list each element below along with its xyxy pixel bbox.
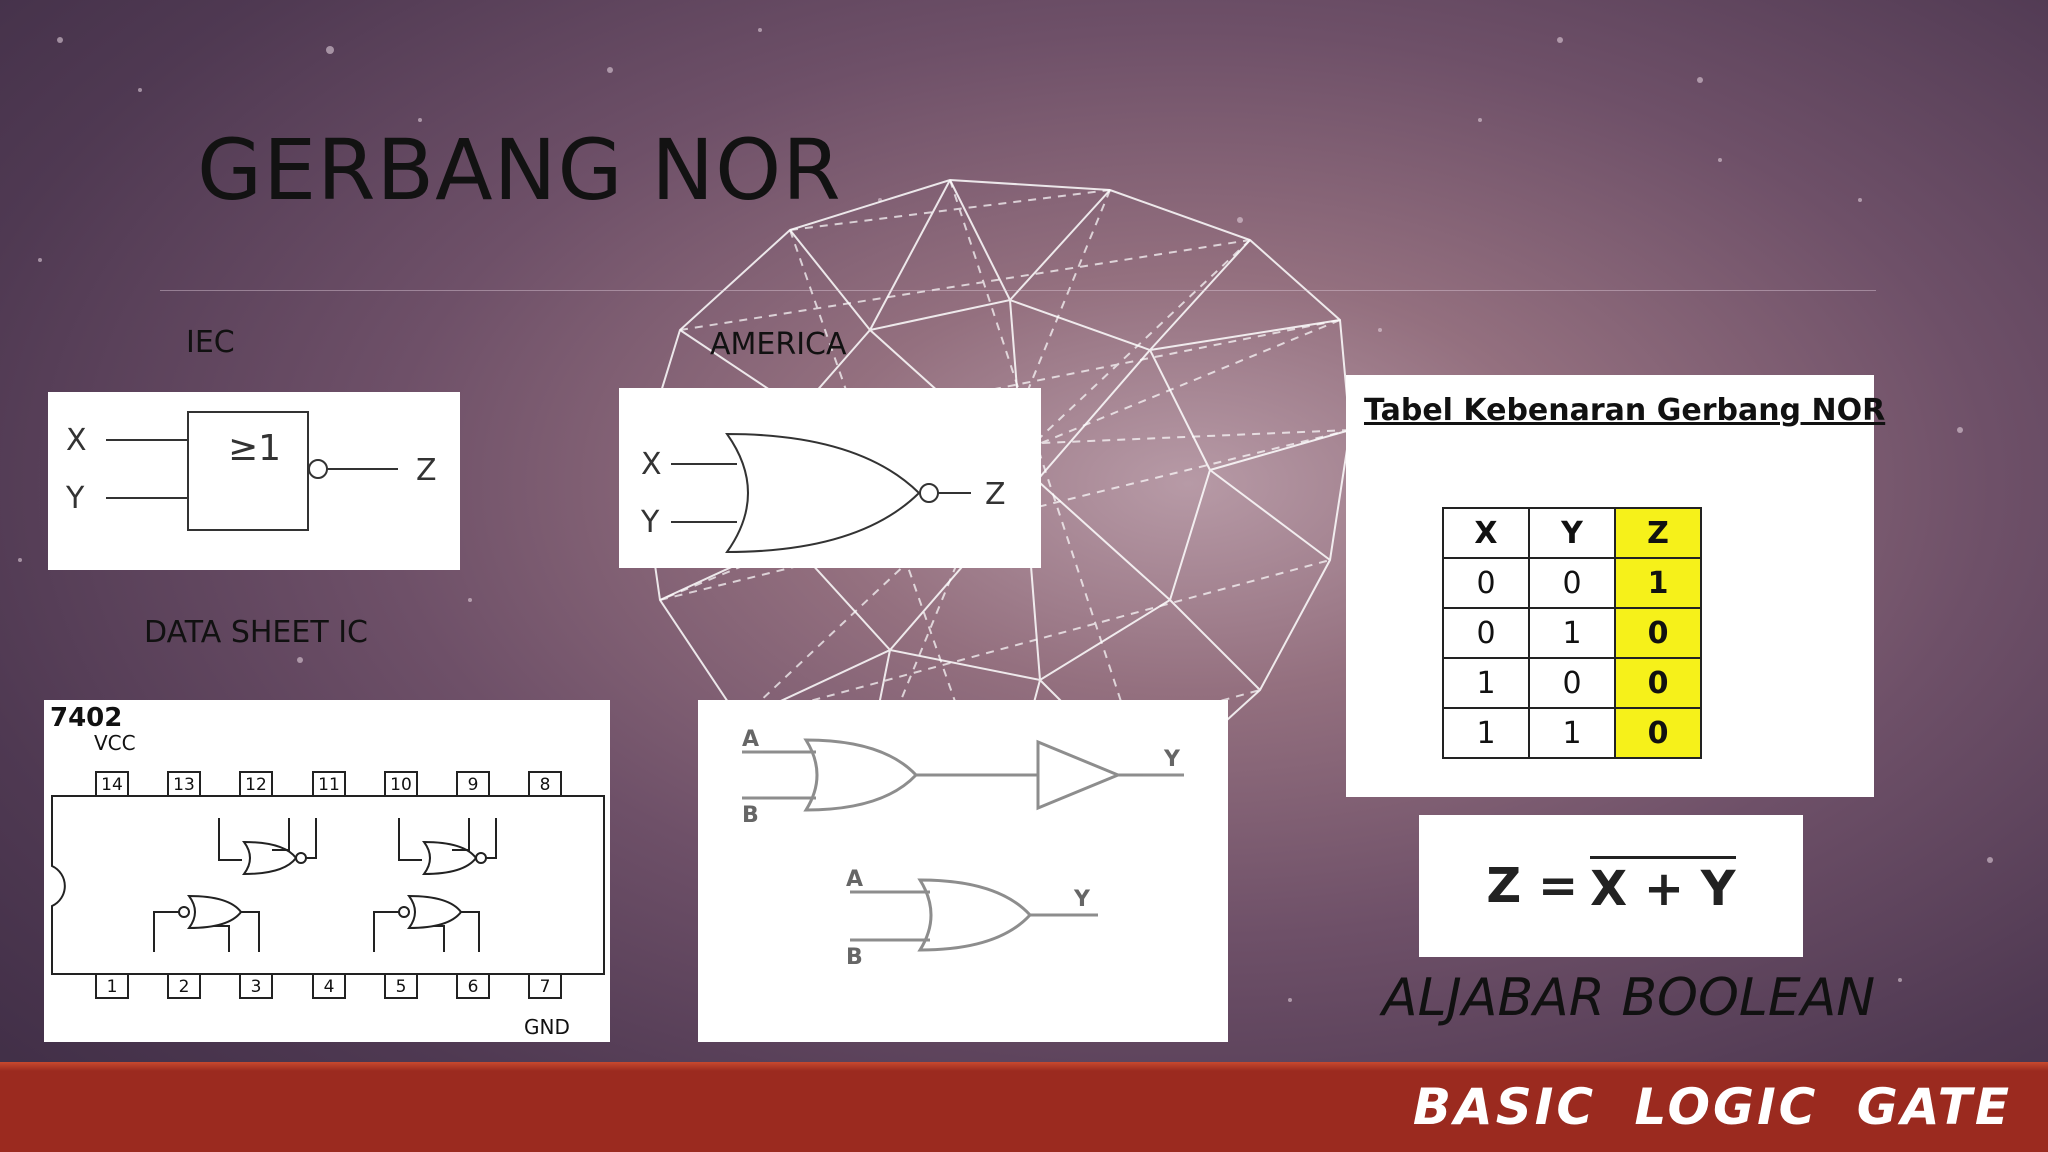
iec-input-x: X <box>66 423 87 458</box>
ic-pin-label: 7 <box>540 977 551 997</box>
cell-y: 0 <box>1528 557 1616 609</box>
eq-input-a1: A <box>742 727 759 752</box>
header-z: Z <box>1614 507 1702 559</box>
eq-input-b2: B <box>846 945 863 970</box>
ic-pin-label: 8 <box>540 775 551 795</box>
ic-pin-label: 9 <box>468 775 479 795</box>
boolean-formula: Z = X + Y <box>1419 815 1803 957</box>
ic-pin-label: 14 <box>101 775 123 795</box>
ic-pin-box <box>167 973 201 999</box>
eq-input-a2: A <box>846 867 863 892</box>
ic-pin-label: 1 <box>107 977 118 997</box>
ic-pin-box <box>528 973 562 999</box>
ic-pin-box <box>528 771 562 797</box>
ic-pin-label: 12 <box>245 775 267 795</box>
cell-x: 0 <box>1442 557 1530 609</box>
header-x: X <box>1442 507 1530 559</box>
ic-pin-label: 4 <box>324 977 335 997</box>
ic-part-number: 7402 <box>50 703 122 733</box>
america-input-x: X <box>641 447 662 482</box>
cell-y: 1 <box>1528 607 1616 659</box>
label-iec: IEC <box>186 325 235 360</box>
ic-pin-box <box>384 973 418 999</box>
label-america: AMERICA <box>710 327 847 362</box>
ic-pin-box <box>239 771 273 797</box>
label-datasheet: DATA SHEET IC <box>144 615 368 650</box>
cell-z: 1 <box>1614 557 1702 609</box>
ic-pin-label: 6 <box>468 977 479 997</box>
ic-pin-label: 10 <box>390 775 412 795</box>
cell-y: 1 <box>1528 707 1616 759</box>
iec-gate-mark: ≥1 <box>228 428 281 469</box>
iec-output-z: Z <box>416 453 437 488</box>
header-y: Y <box>1528 507 1616 559</box>
ic-pin-label: 11 <box>318 775 340 795</box>
ic-pin-label: 5 <box>396 977 407 997</box>
iec-nor-icon: X Y Z ≥1 <box>65 411 437 531</box>
cell-x: 1 <box>1442 657 1530 709</box>
cell-x: 0 <box>1442 607 1530 659</box>
page-title: GERBANG NOR <box>197 121 842 219</box>
ic-pin-box <box>167 771 201 797</box>
table-row: 1 0 0 <box>1442 657 1702 709</box>
formula-panel: Z = X + Y <box>1419 815 1803 957</box>
table-row: 1 1 0 <box>1442 707 1702 759</box>
title-divider <box>160 290 1876 291</box>
iec-input-y: Y <box>65 481 85 516</box>
table-row: 0 0 1 <box>1442 557 1702 609</box>
ic-pin-label: 2 <box>179 977 190 997</box>
iec-symbol-panel: X Y Z ≥1 <box>48 392 460 570</box>
eq-output-y2: Y <box>1073 887 1091 912</box>
cell-z: 0 <box>1614 707 1702 759</box>
footer-title: BASIC LOGIC GATE <box>1412 1078 2012 1136</box>
truth-table: X Y Z 0 0 1 0 1 0 1 0 <box>1442 507 1702 759</box>
or-not-circuit-icon: A B Y A B Y <box>742 727 1184 970</box>
cell-z: 0 <box>1614 607 1702 659</box>
eq-input-b1: B <box>742 803 759 828</box>
table-row: 0 1 0 <box>1442 607 1702 659</box>
ic-pin-box <box>95 771 129 797</box>
ic-pin-label: 3 <box>251 977 262 997</box>
boolean-caption: ALJABAR BOOLEAN <box>1382 968 1876 1028</box>
ic-pin-box <box>95 973 129 999</box>
america-output-z: Z <box>985 477 1006 512</box>
footer-bar: BASIC LOGIC GATE <box>0 1062 2048 1152</box>
cell-z: 0 <box>1614 657 1702 709</box>
ic-pin-box <box>239 973 273 999</box>
equivalent-circuit-panel: A B Y A B Y <box>698 700 1228 1042</box>
ic-pin-box <box>456 771 490 797</box>
ic-pin-box <box>312 973 346 999</box>
ic-pin-box <box>456 973 490 999</box>
ic-gnd-label: GND <box>524 1015 570 1039</box>
ansi-nor-icon: X Y Z <box>640 432 1006 554</box>
cell-x: 1 <box>1442 707 1530 759</box>
cell-y: 0 <box>1528 657 1616 709</box>
ic-pin-label: 13 <box>173 775 195 795</box>
truth-table-header-row: X Y Z <box>1442 507 1702 559</box>
truth-table-panel: Tabel Kebenaran Gerbang NOR X Y Z 0 0 1 … <box>1346 375 1885 797</box>
america-input-y: Y <box>640 505 660 540</box>
ic-pin-box <box>312 771 346 797</box>
eq-output-y1: Y <box>1163 747 1181 772</box>
ic-vcc-label: VCC <box>94 731 136 755</box>
formula-lhs: Z = <box>1486 858 1579 914</box>
america-symbol-panel: X Y Z <box>619 388 1041 568</box>
ic-pin-box <box>384 771 418 797</box>
formula-rhs: X + Y <box>1590 855 1736 917</box>
truth-table-title: Tabel Kebenaran Gerbang NOR <box>1364 393 1886 428</box>
